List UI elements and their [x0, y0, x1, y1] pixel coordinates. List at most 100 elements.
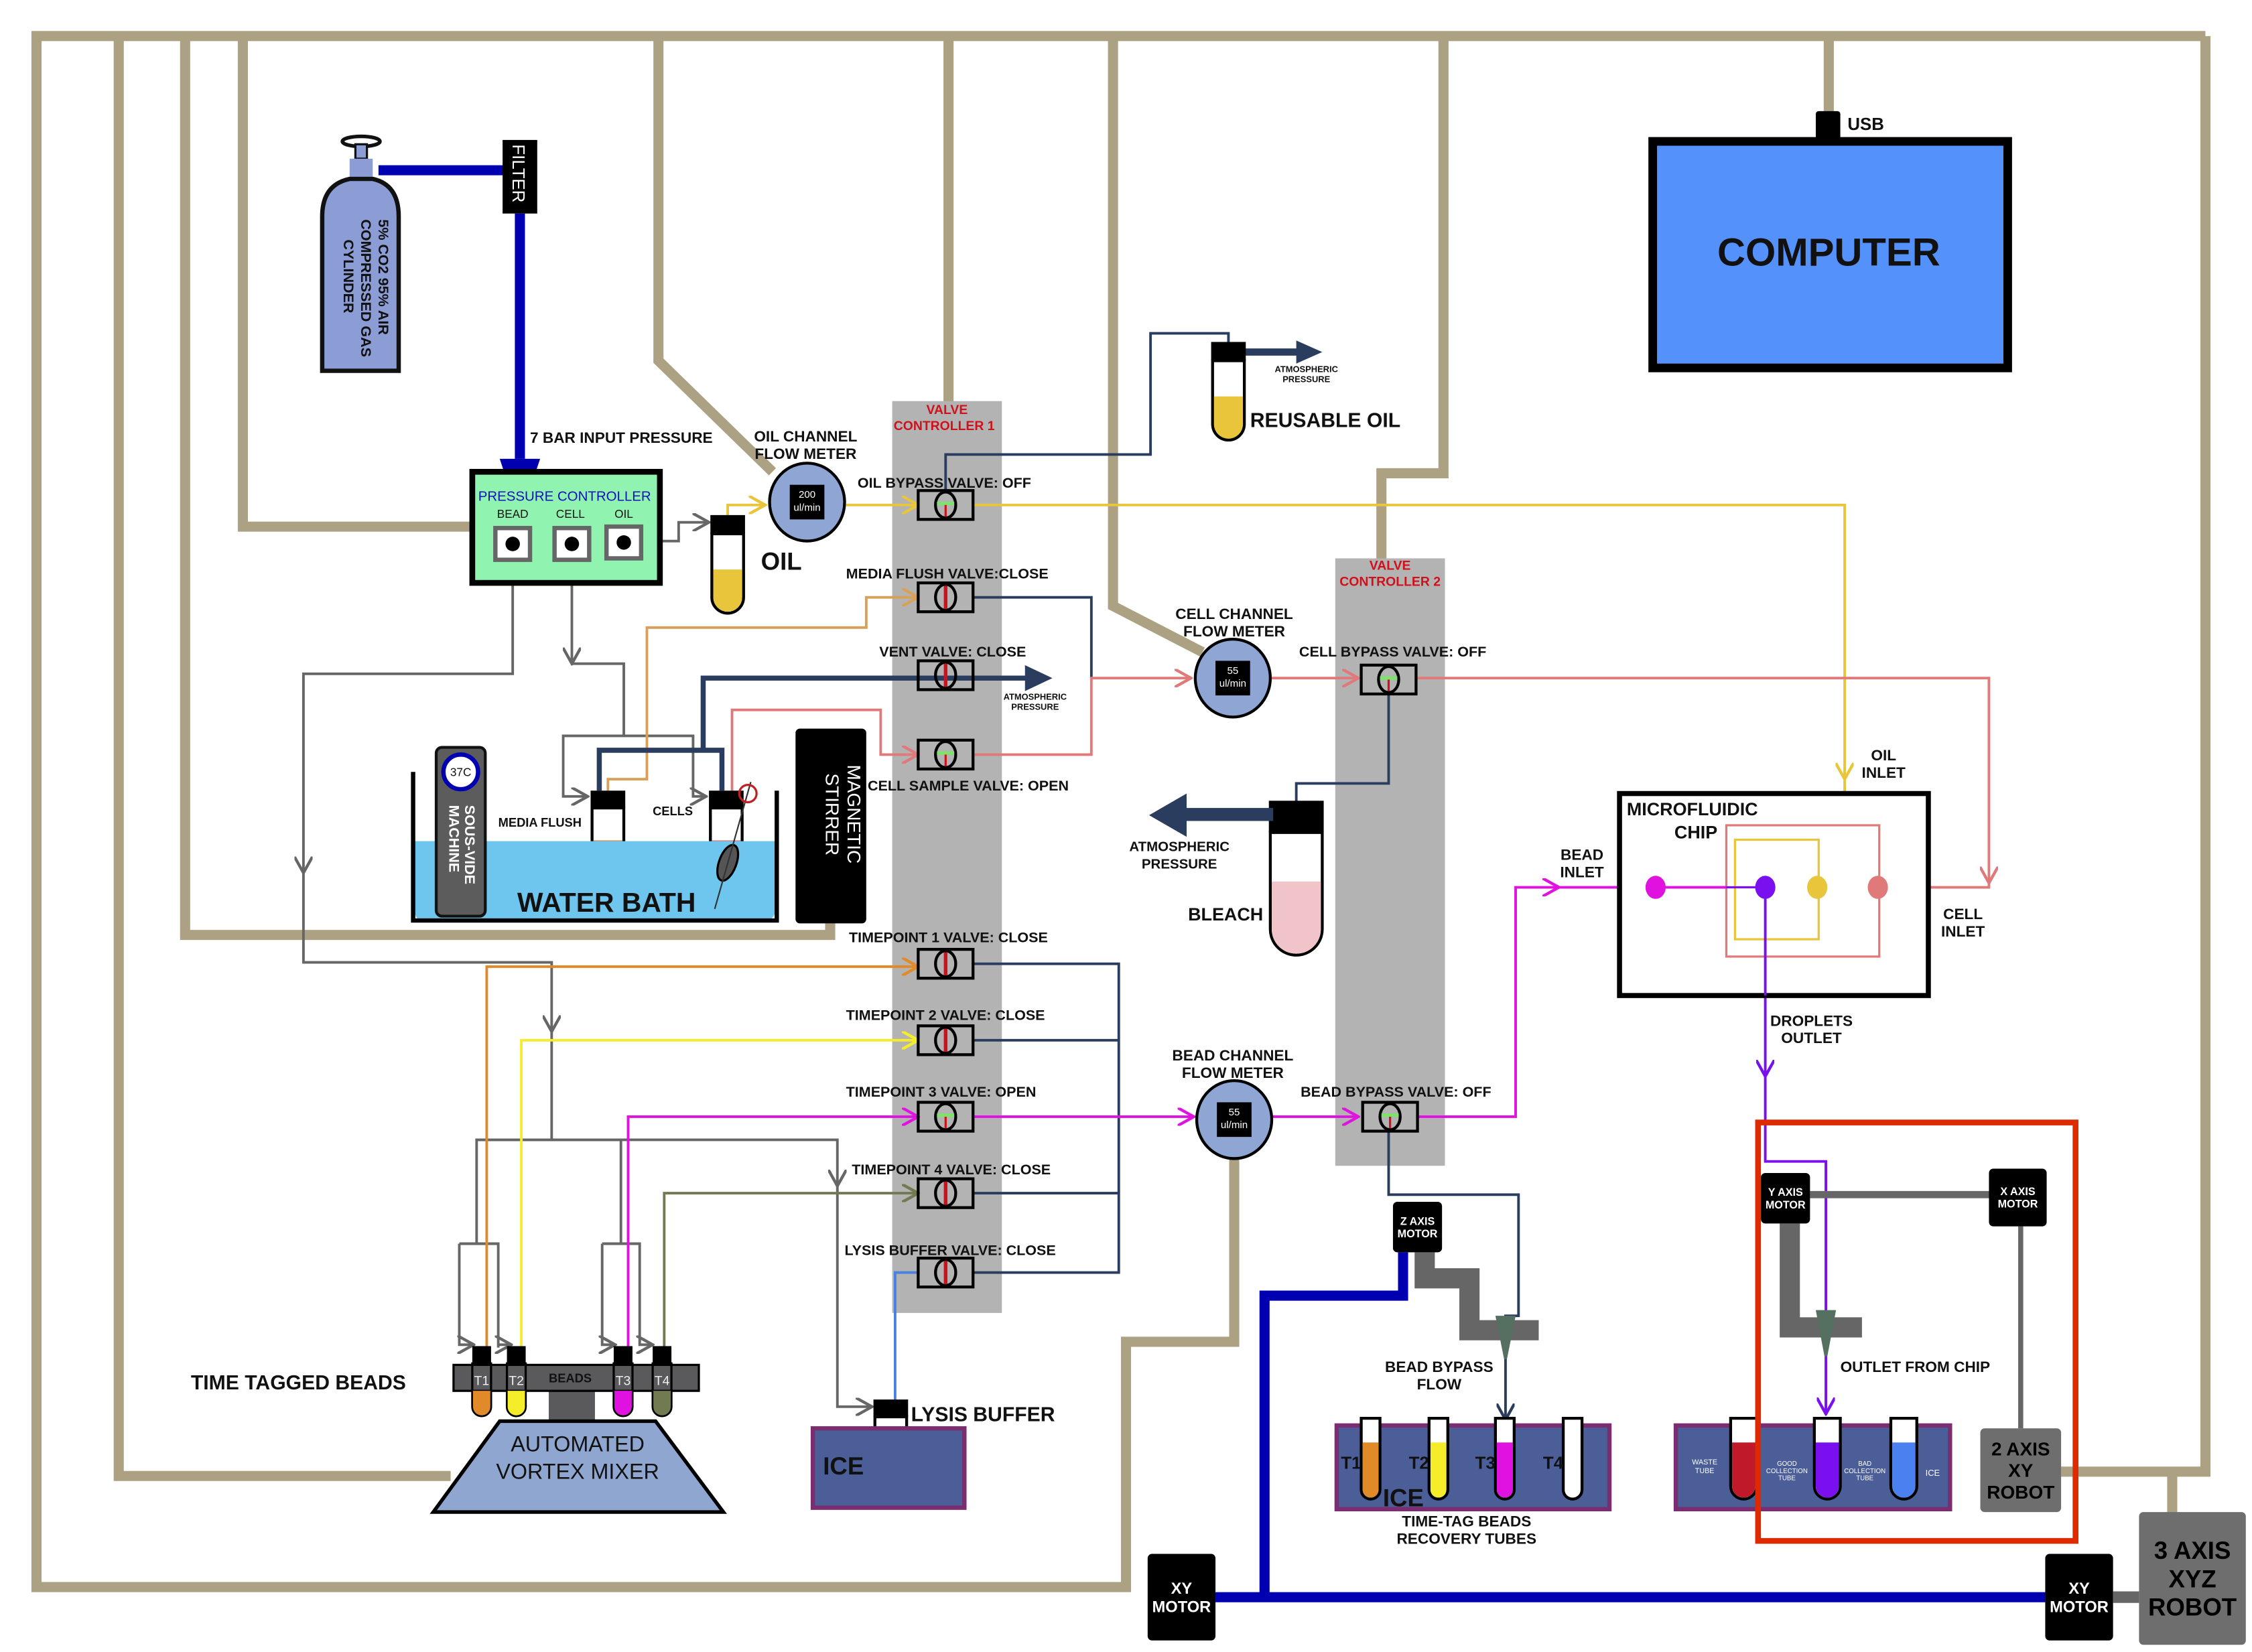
time-tagged-bead-tube: T4 [651, 1346, 673, 1418]
sous-vide-machine: 37C SOUS-VIDEMACHINE [434, 746, 487, 918]
svg-text:ICE: ICE [1926, 1468, 1940, 1478]
oil-line [726, 505, 765, 520]
waste-tube [1729, 1416, 1758, 1501]
outlet-from-chip-label: OUTLET FROM CHIP [1841, 1359, 1991, 1375]
bead-regulator-knob [493, 526, 533, 562]
flow-rate-unit: ul/min [793, 502, 820, 513]
svg-text:SOUS-VIDEMACHINE: SOUS-VIDEMACHINE [446, 805, 478, 884]
valve-label: MEDIA FLUSH VALVE:CLOSE [846, 566, 1049, 582]
lysis-ice-box: ICE [810, 1426, 967, 1510]
svg-text:FILTER: FILTER [509, 144, 527, 202]
vent-line [596, 748, 725, 791]
stir-bar-icon [714, 782, 758, 910]
recovery-tube [1427, 1416, 1449, 1501]
bleach-tube [1268, 801, 1324, 957]
bad-collection-tube [1889, 1416, 1918, 1501]
gas-inlet-cup [499, 458, 541, 472]
bead-manifold [973, 962, 1120, 1274]
valve [917, 1024, 975, 1056]
tube-label: T4 [655, 1374, 670, 1389]
support-frame [31, 31, 2211, 1592]
flow-rate-unit: ul/min [1219, 678, 1246, 689]
computer: USB COMPUTER [1648, 111, 2012, 372]
tube-label: T2 [509, 1374, 524, 1389]
filter: FILTER [503, 139, 537, 214]
cell-regulator-knob [552, 526, 592, 562]
motor-label: ROBOT [1987, 1482, 2054, 1503]
recovery-tube [1494, 1416, 1516, 1501]
valve [1361, 1101, 1419, 1133]
motor-label: XY [1171, 1580, 1193, 1598]
valve-label: TIMEPOINT 4 VALVE: CLOSE [852, 1162, 1051, 1178]
timepoint-2-line [520, 1040, 918, 1357]
timepoint-1-line [485, 967, 918, 1357]
timepoint-3-line [626, 1117, 918, 1357]
svg-text:ICE: ICE [823, 1452, 864, 1480]
svg-text:MICROFLUIDIC: MICROFLUIDIC [1627, 799, 1758, 819]
valve-label: TIMEPOINT 2 VALVE: CLOSE [846, 1008, 1045, 1024]
svg-text:OIL: OIL [614, 507, 633, 521]
gas-cylinder: 5% CO2 95% AIRCOMPRESSED GASCYLINDER [320, 134, 401, 373]
valve-label: CELL SAMPLE VALVE: OPEN [868, 778, 1069, 794]
motor-label: MOTOR [1998, 1198, 2038, 1211]
bead-rack-label: BEADS [549, 1371, 592, 1385]
bead-pressure-line [304, 583, 515, 873]
motor-label: XY [2068, 1580, 2090, 1598]
cylinder-label: 5% CO2 95% AIRCOMPRESSED GASCYLINDER [340, 219, 391, 357]
valve [1360, 663, 1418, 696]
recovery-tube [1561, 1416, 1584, 1501]
flow-rate-value: 55 [1227, 665, 1238, 677]
pressure-controller: PRESSURE CONTROLLER BEAD CELL OIL [469, 468, 663, 586]
motor-label: 2 AXIS [1991, 1439, 2050, 1460]
svg-text:CELL: CELL [556, 507, 585, 521]
valve-controller-2 [1335, 558, 1445, 1166]
lysis-line [893, 1271, 919, 1400]
valve-label: TIMEPOINT 3 VALVE: OPEN [846, 1084, 1037, 1100]
tube-label: T1 [474, 1374, 490, 1389]
input-pressure-label: 7 BAR INPUT PRESSURE [530, 429, 713, 446]
recovery-tube-label: T3 [1475, 1454, 1496, 1472]
valve [917, 1256, 975, 1289]
valve-label: BEAD BYPASS VALVE: OFF [1301, 1084, 1492, 1100]
bleach-vent [1148, 793, 1274, 837]
flow-rate-value: 200 [799, 489, 815, 500]
pipette-tip-icon [1815, 1310, 1837, 1357]
time-tagged-beads-label: TIME TAGGED BEADS [191, 1372, 406, 1394]
valve-controller-1 [892, 401, 1002, 1313]
flow-rate-unit: ul/min [1221, 1119, 1248, 1131]
time-tagged-bead-tube: T2 [505, 1346, 527, 1418]
motor-label: 3 AXIS [2154, 1537, 2231, 1564]
valve-label: TIMEPOINT 1 VALVE: CLOSE [849, 929, 1048, 945]
motor-label: XY [2008, 1460, 2034, 1481]
motor-label: MOTOR [1152, 1598, 1211, 1616]
motor-label: Z AXIS [1400, 1215, 1435, 1227]
valve-label: VENT VALVE: CLOSE [879, 644, 1026, 660]
svg-text:BEAD: BEAD [497, 507, 529, 521]
valve-label: LYSIS BUFFER VALVE: CLOSE [845, 1243, 1056, 1259]
bead-inlet-port [1645, 876, 1666, 899]
cell-inlet-port [1867, 876, 1888, 899]
motor-label: MOTOR [1766, 1199, 1806, 1211]
usb-port [1815, 111, 1841, 142]
recovery-tube [1360, 1416, 1382, 1501]
svg-text:COMPUTER: COMPUTER [1717, 230, 1940, 274]
time-tagged-bead-tube: T3 [612, 1346, 634, 1418]
